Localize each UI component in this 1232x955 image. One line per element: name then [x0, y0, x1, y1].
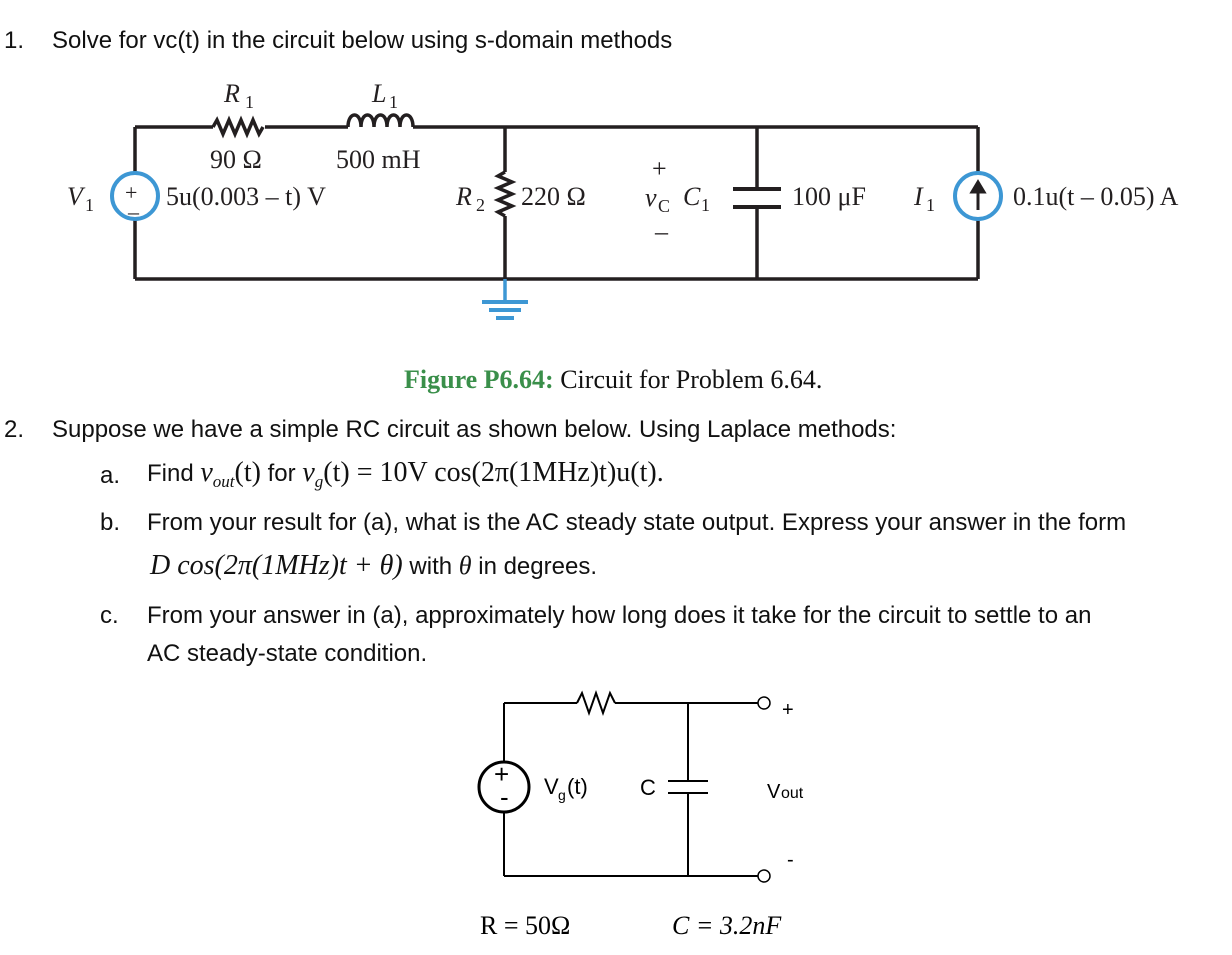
c-value-label: C = 3.2nF [672, 911, 782, 940]
l1-value: 500 mH [336, 145, 421, 174]
vg-label-tail: (t) [567, 774, 588, 799]
vc-minus-sign: – [654, 217, 669, 246]
part-c-line2: AC steady-state condition. [147, 640, 428, 667]
resistor-r2 [493, 170, 517, 218]
l1-label: L [371, 79, 386, 108]
ground-icon [482, 300, 528, 320]
r-value-label: R = 50Ω [480, 911, 570, 940]
part-b-line2: D cos(2π(1MHz)t + θ) with θ in degrees. [150, 550, 597, 582]
v1-minus-sign: – [127, 199, 140, 224]
i1-label: I [913, 182, 924, 211]
vout-label: V [767, 781, 781, 803]
c-label: C [640, 775, 656, 800]
vout-subscript: out [212, 471, 235, 491]
capacitor-c1 [733, 187, 781, 191]
part-a-for: for [267, 460, 296, 487]
r1-value: 90 Ω [210, 145, 262, 174]
part-a-find: Find [147, 460, 194, 487]
part-a-letter: a. [100, 462, 121, 489]
vg-label: V [544, 774, 559, 799]
figure-label: Figure P6.64: [404, 365, 554, 394]
arrow-up-icon [969, 179, 987, 210]
problem-1-text: Solve for vc(t) in the circuit below usi… [52, 27, 673, 54]
r2-subscript: 2 [476, 195, 485, 215]
part-b-in-degrees: in degrees. [478, 553, 597, 580]
resistor-r [576, 689, 616, 717]
vg-subscript: g [314, 471, 324, 491]
part-b-letter: b. [100, 509, 121, 536]
resistor-r1 [211, 115, 265, 139]
vg-expression: (t) = 10V cos(2π(1MHz)t)u(t). [323, 457, 664, 488]
r1-label: R [223, 79, 240, 108]
r2-value: 220 Ω [521, 182, 586, 211]
part-b-with: with [409, 553, 453, 580]
output-terminal-bottom [757, 869, 771, 883]
voltage-source-v1 [110, 171, 160, 221]
vout-minus-sign: - [787, 849, 794, 871]
part-b-formula: D cos(2π(1MHz)t + θ) [150, 550, 403, 581]
vc-label: v [645, 183, 657, 212]
figure-caption: Figure P6.64: Circuit for Problem 6.64. [404, 365, 822, 395]
c1-subscript: 1 [701, 195, 710, 215]
vout-label-subscript: out [781, 785, 804, 802]
part-b-line1: From your result for (a), what is the AC… [147, 509, 1127, 536]
part-c-line1: From your answer in (a), approximately h… [147, 602, 1092, 629]
vg-minus-sign: - [500, 782, 509, 812]
c1-value: 100 μF [792, 182, 866, 211]
problem-1-number: 1. [4, 27, 25, 54]
output-terminal-top [757, 696, 771, 710]
vg-plus-sign: + [494, 759, 509, 789]
vout-arg: (t) [234, 457, 261, 488]
part-c-letter: c. [100, 602, 119, 629]
part-a-text: Find vout(t) for vg(t) = 10V cos(2π(1MHz… [147, 457, 664, 492]
r2-label: R [455, 182, 472, 211]
i1-subscript: 1 [926, 195, 935, 215]
i1-value: 0.1u(t – 0.05) A [1013, 182, 1179, 211]
vc-subscript: C [658, 196, 670, 216]
circuit-diagram-2: + - V g (t) C + V out - R = 50Ω C = 3.2n… [477, 689, 804, 940]
c1-label: C [683, 182, 701, 211]
circuit-diagram-1: + – R 1 90 Ω L 1 500 mH V 1 5u(0.003 – t… [67, 79, 1179, 320]
vg-symbol: v [302, 457, 315, 488]
theta-symbol: θ [458, 551, 472, 580]
voltage-source-vg [477, 760, 531, 814]
vout-symbol: v [200, 457, 213, 488]
l1-subscript: 1 [389, 92, 398, 112]
problem-2-text: Suppose we have a simple RC circuit as s… [52, 416, 897, 443]
vc-plus-sign: + [652, 154, 667, 183]
vg-label-subscript: g [558, 787, 566, 803]
v1-plus-sign: + [125, 180, 137, 205]
inductor-l1 [346, 113, 415, 128]
vout-plus-sign: + [782, 699, 794, 721]
v1-label: V [67, 182, 86, 211]
capacitor-c [668, 780, 708, 794]
problem-2-number: 2. [4, 416, 25, 443]
figure-caption-text: Circuit for Problem 6.64. [560, 365, 823, 394]
r1-subscript: 1 [245, 92, 254, 112]
v1-value: 5u(0.003 – t) V [166, 182, 326, 211]
v1-subscript: 1 [85, 195, 94, 215]
